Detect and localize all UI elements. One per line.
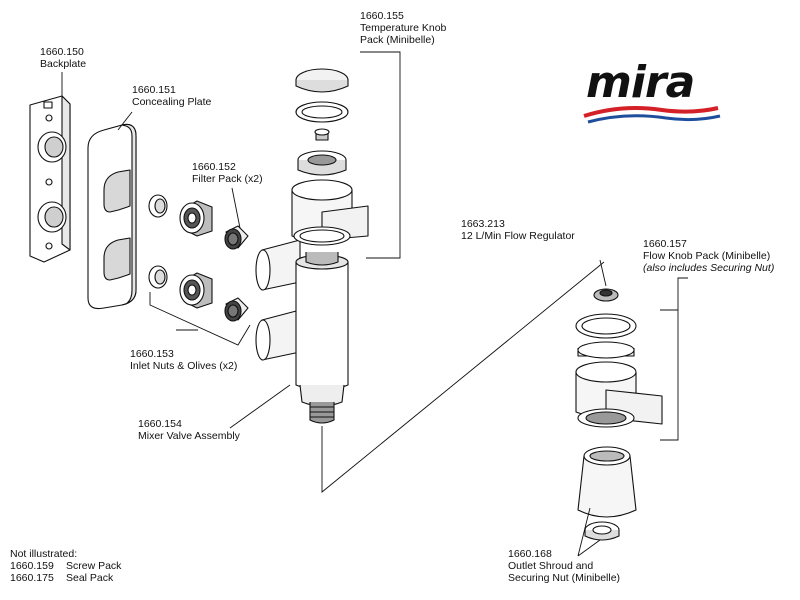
mixer-valve-label: 1660.154 Mixer Valve Assembly [138,418,240,442]
temp-knob-drawing [291,68,369,246]
inlet-nut-bottom [179,272,213,309]
outlet-shroud-drawing [577,446,637,541]
filter-bottom [224,297,249,322]
inlet-nuts-label: 1660.153 Inlet Nuts & Olives (x2) [130,348,238,372]
flow-regulator-label: 1663.213 12 L/Min Flow Regulator [461,218,575,242]
inlet-nut-top [179,200,213,237]
backplate-drawing [29,95,71,263]
olive-bottom [148,265,168,289]
filter-top [224,225,249,250]
logo-waves [583,106,721,124]
flow-regulator-drawing [593,288,619,302]
list-item: 1660.159 Screw Pack [10,560,122,572]
flow-knob-drawing [575,313,663,428]
not-illustrated-heading: Not illustrated: [10,548,78,560]
outlet-shroud-label: 1660.168 Outlet Shroud and Securing Nut … [508,548,621,584]
mira-logo: mira [582,58,722,128]
flow-knob-label: 1660.157 Flow Knob Pack (Minibelle) (als… [643,238,775,274]
concealing-plate-label: 1660.151 Concealing Plate [132,84,212,108]
olive-top [148,194,168,218]
not-illustrated-list: Not illustrated: 1660.159 Screw Pack 166… [10,548,121,584]
list-item: 1660.175 Seal Pack [10,572,114,584]
backplate-label: 1660.150 Backplate [40,46,87,70]
filter-pack-label: 1660.152 Filter Pack (x2) [192,161,263,185]
temp-knob-label: 1660.155 Temperature Knob Pack (Minibell… [360,10,447,46]
mixer-valve-drawing [255,239,349,424]
concealing-plate-drawing [87,123,137,310]
logo-text: mira [586,57,695,108]
